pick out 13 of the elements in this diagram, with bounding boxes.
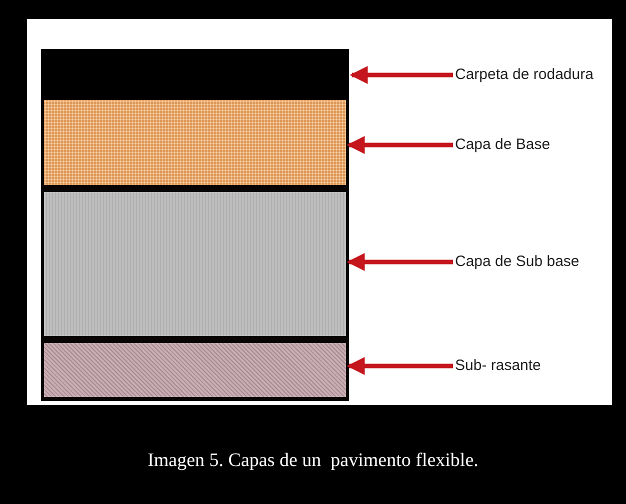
layer-label: Sub- rasante	[455, 357, 541, 375]
arrow	[346, 136, 453, 154]
asphalt-layer	[41, 49, 349, 100]
caption: Imagen 5. Capas de un pavimento flexible.	[146, 450, 480, 472]
layer-label: Capa de Sub base	[455, 253, 580, 271]
subgrade-layer	[44, 343, 346, 397]
arrow	[350, 66, 453, 84]
subbase-layer	[44, 192, 346, 336]
layer-label: Capa de Base	[455, 136, 550, 154]
base-layer	[44, 100, 346, 185]
arrow	[346, 357, 453, 375]
layer-label: Carpeta de rodadura	[455, 66, 594, 84]
arrow	[346, 253, 453, 271]
